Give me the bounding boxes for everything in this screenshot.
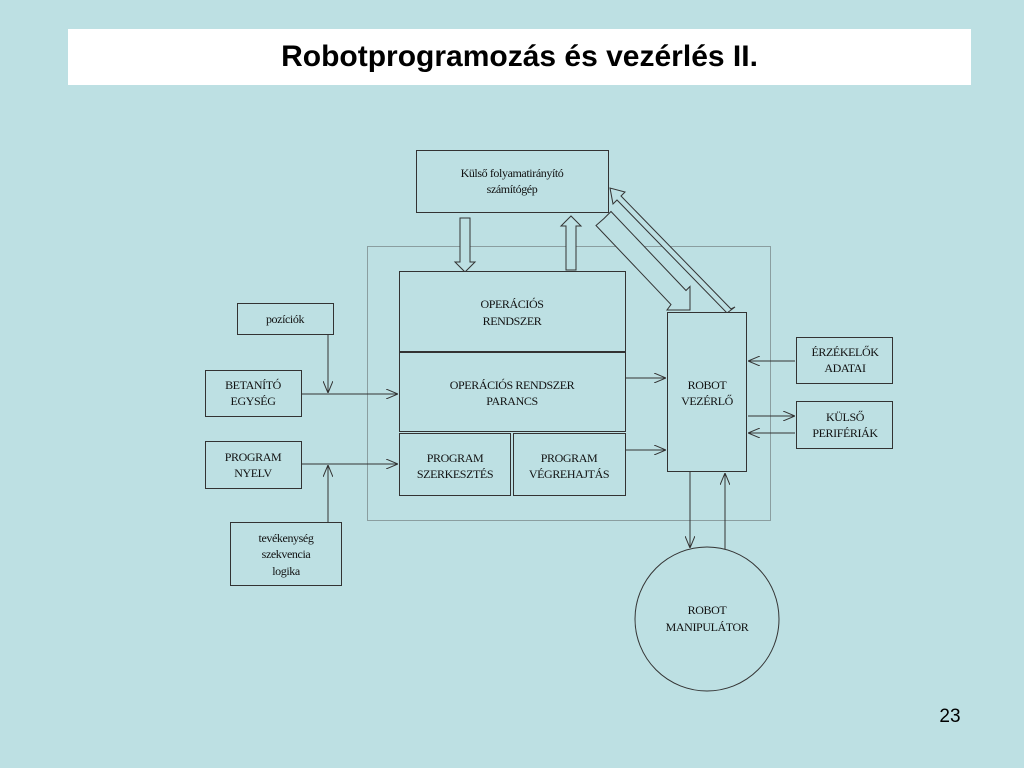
title-bar: Robotprogramozás és vezérlés II. — [68, 29, 971, 85]
program-language-box: PROGRAM NYELV — [205, 441, 302, 489]
program-execution-label-1: PROGRAM — [541, 451, 598, 465]
hollow-arrow-down — [453, 217, 477, 273]
slide-title: Robotprogramozás és vezérlés II. — [281, 40, 758, 73]
activity-label-3: logika — [272, 564, 301, 578]
robot-controller-label-1: ROBOT — [688, 378, 728, 392]
sensor-data-box: ÉRZÉKELŐK ADATAI — [796, 337, 893, 384]
sensor-data-label-1: ÉRZÉKELŐK — [811, 345, 879, 359]
operating-system-label-1: OPERÁCIÓS — [480, 297, 543, 311]
os-command-label-1: OPERÁCIÓS RENDSZER — [450, 378, 575, 392]
program-language-label-1: PROGRAM — [225, 450, 282, 464]
program-editing-label-2: SZERKESZTÉS — [417, 467, 493, 481]
page-number: 23 — [939, 706, 961, 727]
sensor-data-label-2: ADATAI — [824, 361, 866, 375]
hollow-arrow-diagonal-up — [609, 187, 736, 314]
operating-system-label-2: RENDSZER — [483, 314, 542, 328]
robot-manipulator-label-1: ROBOT — [688, 603, 728, 617]
teaching-unit-box: BETANÍTÓ EGYSÉG — [205, 370, 302, 417]
teaching-unit-label-1: BETANÍTÓ — [225, 378, 282, 392]
robot-manipulator-circle: ROBOT MANIPULÁTOR — [634, 546, 780, 692]
os-command-label-2: PARANCS — [486, 394, 537, 408]
activity-box: tevékenység szekvencia logika — [230, 522, 342, 586]
hollow-arrow-diagonal-down — [595, 210, 691, 311]
external-computer-label-2: számítógép — [487, 182, 538, 196]
program-execution-box: PROGRAM VÉGREHAJTÁS — [513, 433, 626, 496]
activity-label-1: tevékenység — [259, 531, 314, 545]
program-execution-label-2: VÉGREHAJTÁS — [529, 467, 609, 481]
external-peripherals-label-2: PERIFÉRIÁK — [812, 426, 878, 440]
operating-system-box: OPERÁCIÓS RENDSZER — [399, 271, 626, 352]
activity-label-2: szekvencia — [262, 547, 312, 561]
external-computer-label-1: Külső folyamatirányító — [461, 166, 564, 180]
program-editing-label-1: PROGRAM — [427, 451, 484, 465]
positions-label: pozíciók — [266, 312, 305, 326]
robot-controller-box: ROBOT VEZÉRLŐ — [667, 312, 747, 472]
robot-controller-label-2: VEZÉRLŐ — [681, 394, 734, 408]
hollow-arrow-up — [559, 215, 583, 271]
robot-manipulator-label-2: MANIPULÁTOR — [666, 620, 749, 634]
program-editing-box: PROGRAM SZERKESZTÉS — [399, 433, 511, 496]
external-computer-box: Külső folyamatirányító számítógép — [416, 150, 609, 213]
os-command-box: OPERÁCIÓS RENDSZER PARANCS — [399, 352, 626, 432]
program-language-label-2: NYELV — [234, 466, 272, 480]
positions-box: pozíciók — [237, 303, 334, 335]
external-peripherals-label-1: KÜLSŐ — [826, 410, 865, 424]
teaching-unit-label-2: EGYSÉG — [231, 394, 277, 408]
external-peripherals-box: KÜLSŐ PERIFÉRIÁK — [796, 401, 893, 449]
